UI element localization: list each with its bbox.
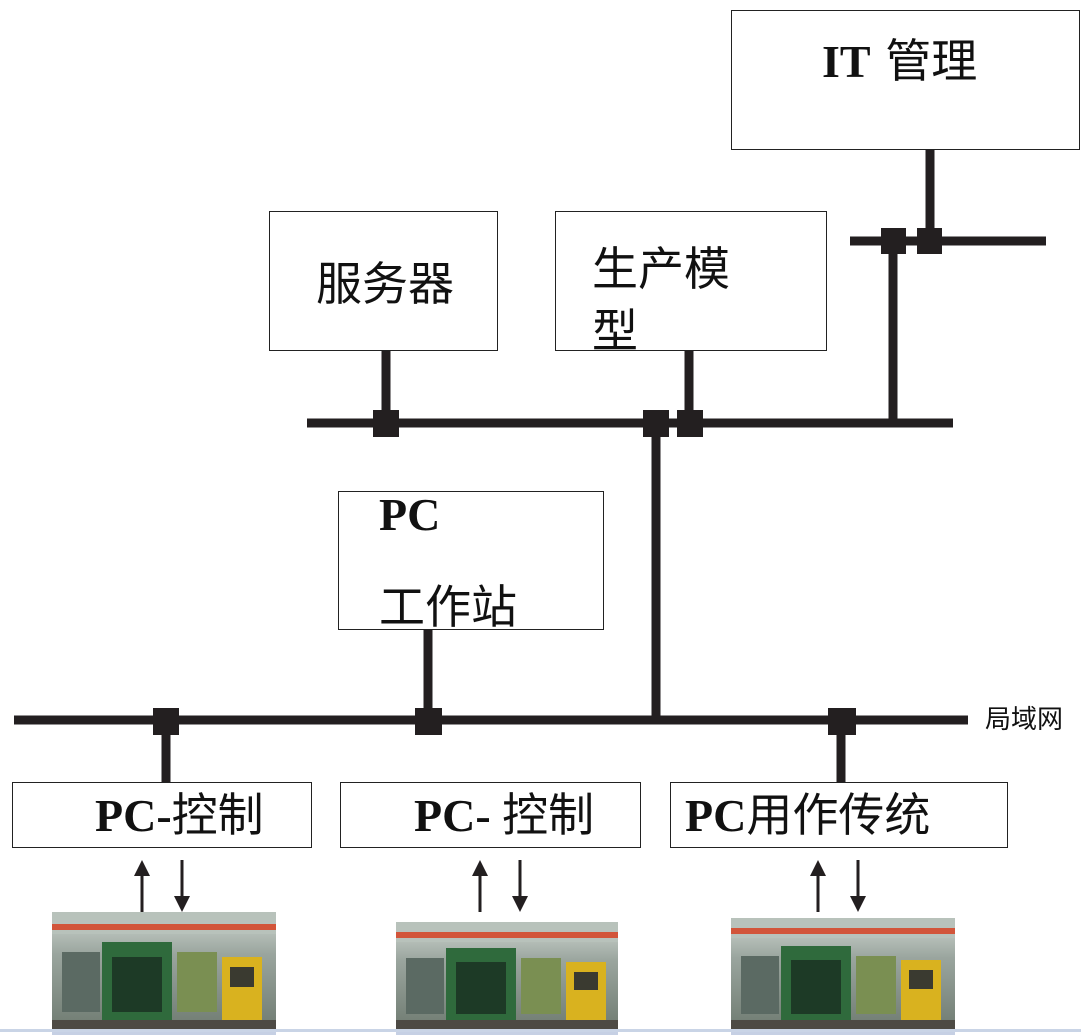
production-model-box: 生产模 型 [555,211,827,351]
production-model-line2: 型 [592,308,638,354]
connector-node [881,228,906,254]
factory-machine-image-1 [52,912,276,1035]
pc-control-2-prefix: PC- [414,790,502,841]
factory-machine-image-2 [396,922,618,1035]
connector-node [153,708,179,735]
pc-workstation-box: PC 工作站 [338,491,604,630]
arrow-down-icon [512,860,528,912]
arrow-down-icon [174,860,190,912]
arrow-up-icon [472,860,488,912]
pc-traditional-prefix: PC [685,790,746,841]
arrow-down-icon [850,860,866,912]
connector-node [373,410,399,437]
it-management-text: 管理 [871,34,978,88]
production-model-line1: 生产模 [592,246,730,292]
it-management-prefix: IT [822,36,871,87]
connector-node [677,410,703,437]
connector-node [415,708,442,735]
pc-workstation-line2: 工作站 [379,584,517,630]
pc-control-1-prefix: PC- [95,790,172,841]
factory-machine-image-3 [731,918,955,1035]
pc-control-1-label: PC-控制 [95,792,264,839]
pc-traditional-label: PC用作传统 [685,792,930,839]
pc-control-1-text: 控制 [172,788,264,842]
pc-control-2-box: PC- 控制 [340,782,641,848]
pc-workstation-line1: PC [379,492,440,538]
pc-control-1-box: PC-控制 [12,782,312,848]
it-management-box: IT 管理 [731,10,1080,150]
arrow-up-icon [134,860,150,912]
connector-node [828,708,856,735]
pc-traditional-box: PC用作传统 [670,782,1008,848]
arrow-up-icon [810,860,826,912]
connector-node [917,228,942,254]
connector-node [643,410,669,437]
pc-control-2-label: PC- 控制 [414,792,594,839]
it-management-label: IT 管理 [822,38,977,85]
pc-traditional-text: 用作传统 [746,788,930,842]
lan-label: 局域网 [985,707,1063,733]
server-box: 服务器 [269,211,498,351]
pc-control-2-text: 控制 [502,788,594,842]
server-label: 服务器 [316,261,454,307]
